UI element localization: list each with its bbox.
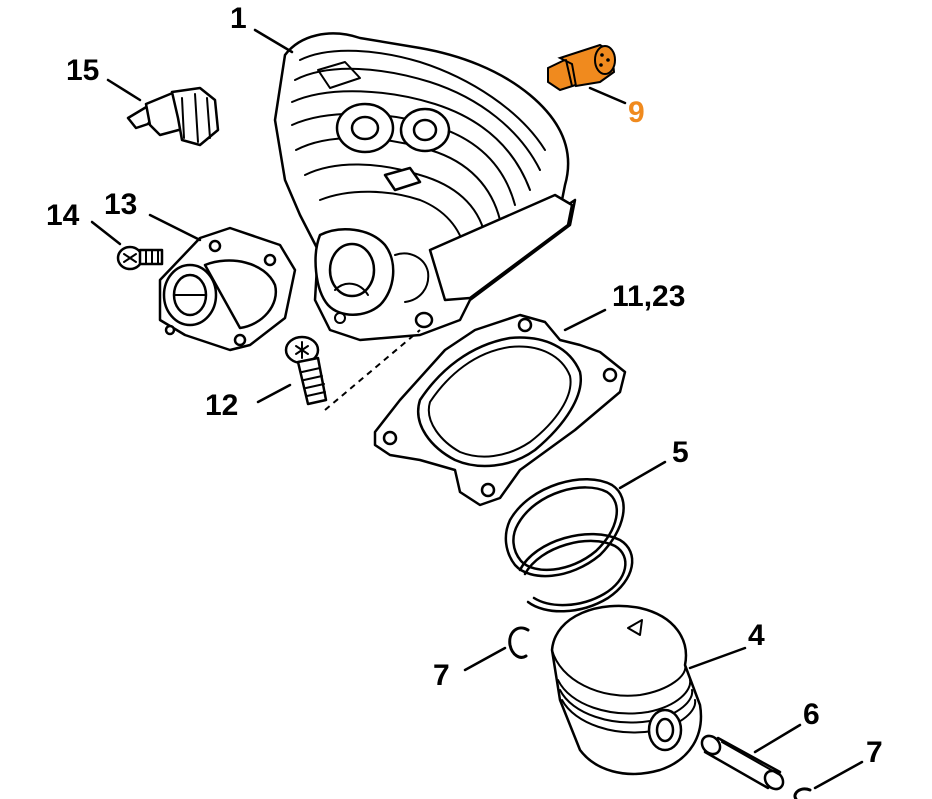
- circlip-part-7-right[interactable]: [793, 787, 812, 799]
- callout-13: 13: [104, 188, 137, 221]
- leader-line-13: [148, 213, 202, 242]
- callout-4: 4: [748, 619, 765, 652]
- callout-7-right: 7: [866, 736, 883, 769]
- callout-1: 1: [230, 2, 247, 35]
- leader-line-14: [90, 220, 122, 246]
- leader-line-4: [688, 646, 747, 670]
- intake-flange-part-13[interactable]: [158, 226, 297, 352]
- leader-line-6: [753, 723, 802, 754]
- leader-line-15: [106, 78, 142, 102]
- callout-12: 12: [205, 389, 238, 422]
- leader-line-12: [256, 383, 292, 404]
- circlip-part-7-left[interactable]: [508, 626, 530, 659]
- base-gasket-part-11-23[interactable]: [373, 313, 627, 507]
- piston-pin-part-6[interactable]: [698, 732, 786, 792]
- callout-15: 15: [66, 54, 99, 87]
- callout-6: 6: [803, 698, 820, 731]
- callout-5: 5: [672, 436, 689, 469]
- leader-line-1: [253, 28, 294, 54]
- callout-11-23: 11,23: [612, 280, 685, 313]
- callout-7-left: 7: [433, 659, 450, 692]
- piston-rings-part-5[interactable]: [504, 477, 634, 613]
- leader-line-7b: [813, 760, 864, 790]
- callout-14: 14: [46, 199, 80, 232]
- leader-line-5: [618, 460, 667, 490]
- spark-plug-part-15[interactable]: [126, 86, 220, 147]
- leader-line-9: [588, 86, 627, 105]
- cylinder-part-1[interactable]: [273, 32, 577, 342]
- screw-part-14[interactable]: [116, 245, 164, 271]
- callout-9: 9: [628, 96, 645, 129]
- leader-line-7a: [463, 646, 507, 672]
- leader-line-11-23: [563, 308, 607, 332]
- piston-part-4[interactable]: [550, 604, 703, 776]
- bolt-part-12[interactable]: [284, 335, 328, 406]
- assembly-axis-12: [324, 329, 421, 411]
- decompression-valve-part-9[interactable]: [547, 43, 616, 92]
